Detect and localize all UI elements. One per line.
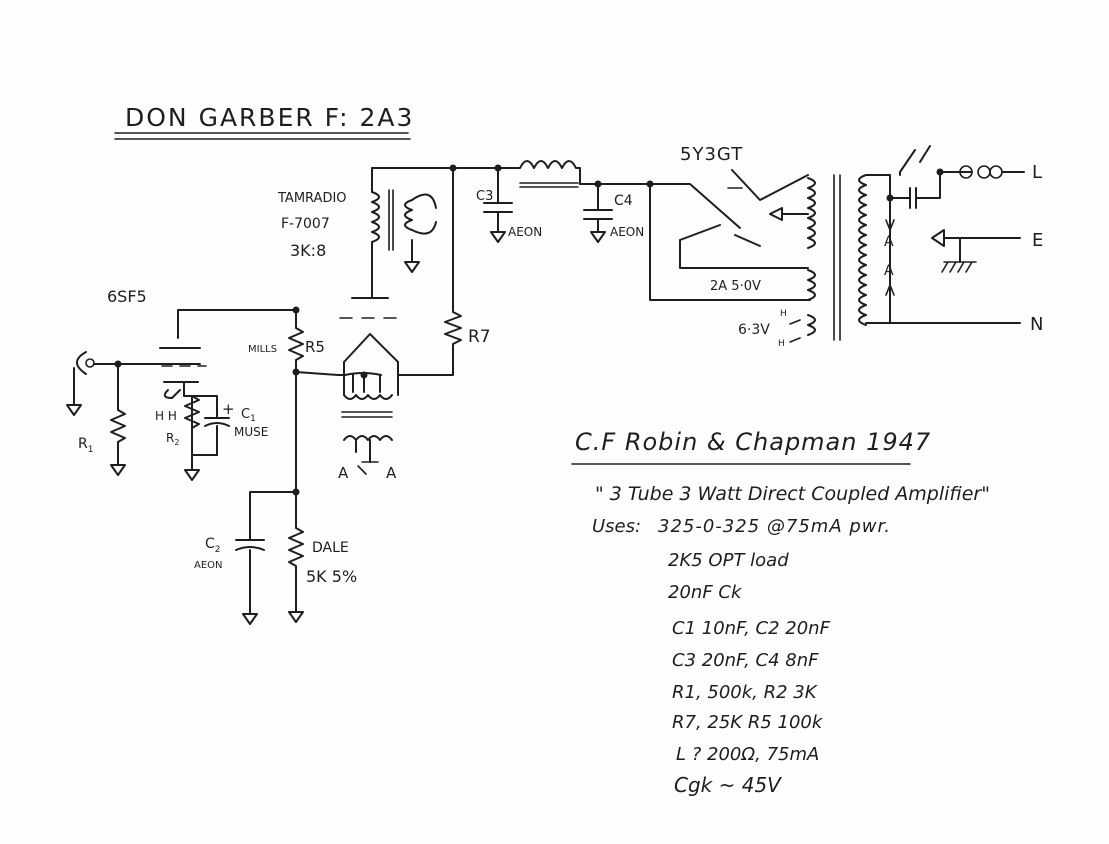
cathode-resistor: DALE 5K 5% bbox=[288, 371, 357, 623]
heater-label: H H bbox=[155, 409, 177, 423]
c1-label: C1 bbox=[241, 407, 256, 424]
capacitor-c1: + C1 MUSE bbox=[191, 395, 268, 456]
driver-tube-label: 6SF5 bbox=[107, 287, 147, 306]
mains-input: L E N bbox=[889, 145, 1043, 335]
power-transformer: A A bbox=[807, 174, 895, 341]
notes-uses-value: 325-0-325 @75mA pwr. bbox=[658, 516, 891, 537]
capacitor-c4: C4 AEON bbox=[583, 183, 644, 243]
notes-line-1: 2K5 OPT load bbox=[668, 550, 789, 571]
notes-subtitle: " 3 Tube 3 Watt Direct Coupled Amplifier… bbox=[595, 483, 990, 505]
notes-line-2: 20nF Ck bbox=[668, 582, 743, 603]
input-jack bbox=[66, 351, 201, 416]
notes-svg: C.F Robin & Chapman 1947 " 3 Tube 3 Watt… bbox=[571, 428, 990, 797]
c4-brand: AEON bbox=[610, 225, 644, 239]
mains-e-label: E bbox=[1032, 230, 1043, 251]
ac-a-lower: A bbox=[884, 263, 894, 279]
notes-line-3: C1 10nF, C2 20nF bbox=[672, 618, 831, 639]
pt-5v-label: 2A 5·0V bbox=[710, 279, 761, 294]
c2-label: C2 bbox=[205, 536, 221, 555]
notes-line-7: L ? 200Ω, 75mA bbox=[676, 744, 819, 765]
opt-model: F-7007 bbox=[281, 216, 330, 232]
mains-l-label: L bbox=[1032, 162, 1042, 183]
notes-line-8: Cgk ~ 45V bbox=[674, 773, 782, 797]
output-transformer: TAMRADIO F-7007 3K:8 bbox=[277, 167, 437, 299]
notes-panel: C.F Robin & Chapman 1947 " 3 Tube 3 Watt… bbox=[570, 428, 1090, 834]
r2-label: R2 bbox=[166, 431, 179, 447]
filter-choke bbox=[514, 160, 581, 188]
driver-tube-6sf5: 6SF5 H H bbox=[107, 287, 297, 456]
cathode-resistor-value: 5K 5% bbox=[306, 567, 357, 586]
schematic-title: DON GARBER F: 2A3 bbox=[125, 103, 414, 132]
r7-label: R7 bbox=[468, 327, 491, 347]
resistor-r1: R1 bbox=[78, 363, 126, 476]
c3-brand: AEON bbox=[508, 225, 542, 239]
pt-h2-label: H bbox=[778, 339, 785, 349]
r1-label: R1 bbox=[78, 436, 93, 455]
rectifier-5y3gt: 5Y3GT 2A 5·0V H 6·3V H bbox=[649, 144, 811, 349]
c3-label: C3 bbox=[476, 189, 493, 204]
notes-uses-label: Uses: bbox=[592, 516, 641, 537]
b-plus-rail bbox=[371, 164, 654, 188]
capacitor-c3: C3 AEON bbox=[476, 167, 542, 243]
notes-line-5: R1, 500k, R2 3K bbox=[672, 682, 818, 703]
c1-brand: MUSE bbox=[234, 425, 268, 439]
rectifier-label: 5Y3GT bbox=[680, 144, 743, 165]
c4-label: C4 bbox=[614, 193, 633, 209]
filament-a-right: A bbox=[386, 464, 397, 482]
capacitor-c2: C2 AEON bbox=[194, 491, 297, 625]
notes-line-6: R7, 25K R5 100k bbox=[672, 712, 824, 733]
dale-brand: DALE bbox=[312, 540, 349, 556]
mains-n-label: N bbox=[1030, 314, 1043, 335]
pt-h1-label: H bbox=[780, 309, 787, 319]
filament-a-left: A bbox=[338, 464, 349, 482]
resistor-r5: R5 MILLS bbox=[248, 306, 339, 376]
pt-63v-label: 6·3V bbox=[738, 322, 770, 338]
resistor-r2: R2 bbox=[166, 395, 200, 481]
r5-label: R5 bbox=[305, 338, 325, 356]
output-tube-2a3: A A bbox=[337, 297, 399, 482]
opt-ratio: 3K:8 bbox=[290, 241, 326, 260]
opt-name: TAMRADIO bbox=[277, 191, 347, 206]
c1-plus: + bbox=[222, 400, 235, 418]
resistor-r7: R7 bbox=[397, 167, 491, 376]
notes-line-4: C3 20nF, C4 8nF bbox=[672, 650, 819, 671]
ac-a-upper: A bbox=[884, 234, 894, 250]
r5-brand: MILLS bbox=[248, 344, 277, 355]
notes-heading: C.F Robin & Chapman 1947 bbox=[575, 430, 931, 456]
c2-brand: AEON bbox=[194, 560, 223, 571]
